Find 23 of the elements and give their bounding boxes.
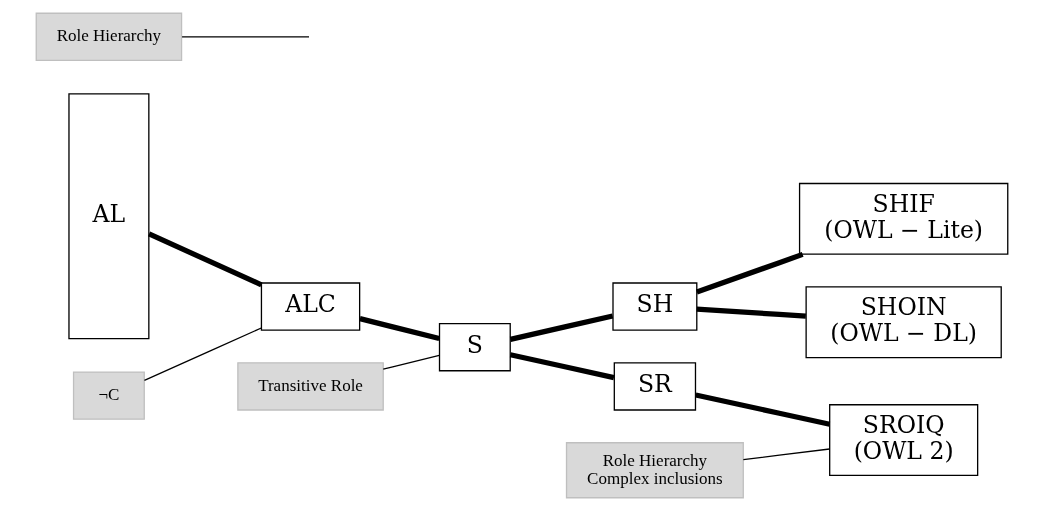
node-box: SHIF (OWL − Lite) <box>798 182 1009 255</box>
node-box: Transitive Role <box>237 362 384 411</box>
connector <box>695 392 831 427</box>
node-box: ALC <box>260 282 361 331</box>
connector <box>509 313 614 342</box>
node-box: Role Hierarchy <box>35 12 183 62</box>
connector <box>382 354 440 370</box>
connector <box>148 231 263 288</box>
node-box: SHOIN (OWL − DL) <box>805 286 1002 359</box>
node-box: SROIQ (OWL 2) <box>829 404 979 477</box>
connector <box>359 316 440 342</box>
connector <box>181 36 310 38</box>
node-box: SR <box>613 362 697 411</box>
node-box: SH <box>612 282 698 331</box>
connector <box>696 306 806 319</box>
connector <box>695 251 804 295</box>
connector <box>143 327 262 381</box>
connector <box>742 448 831 461</box>
node-box: AL <box>68 93 150 340</box>
node-box: S <box>438 322 511 372</box>
connector <box>509 352 615 381</box>
node-box: Role Hierarchy Complex inclusions <box>565 442 744 499</box>
node-box: ¬C <box>72 371 145 420</box>
